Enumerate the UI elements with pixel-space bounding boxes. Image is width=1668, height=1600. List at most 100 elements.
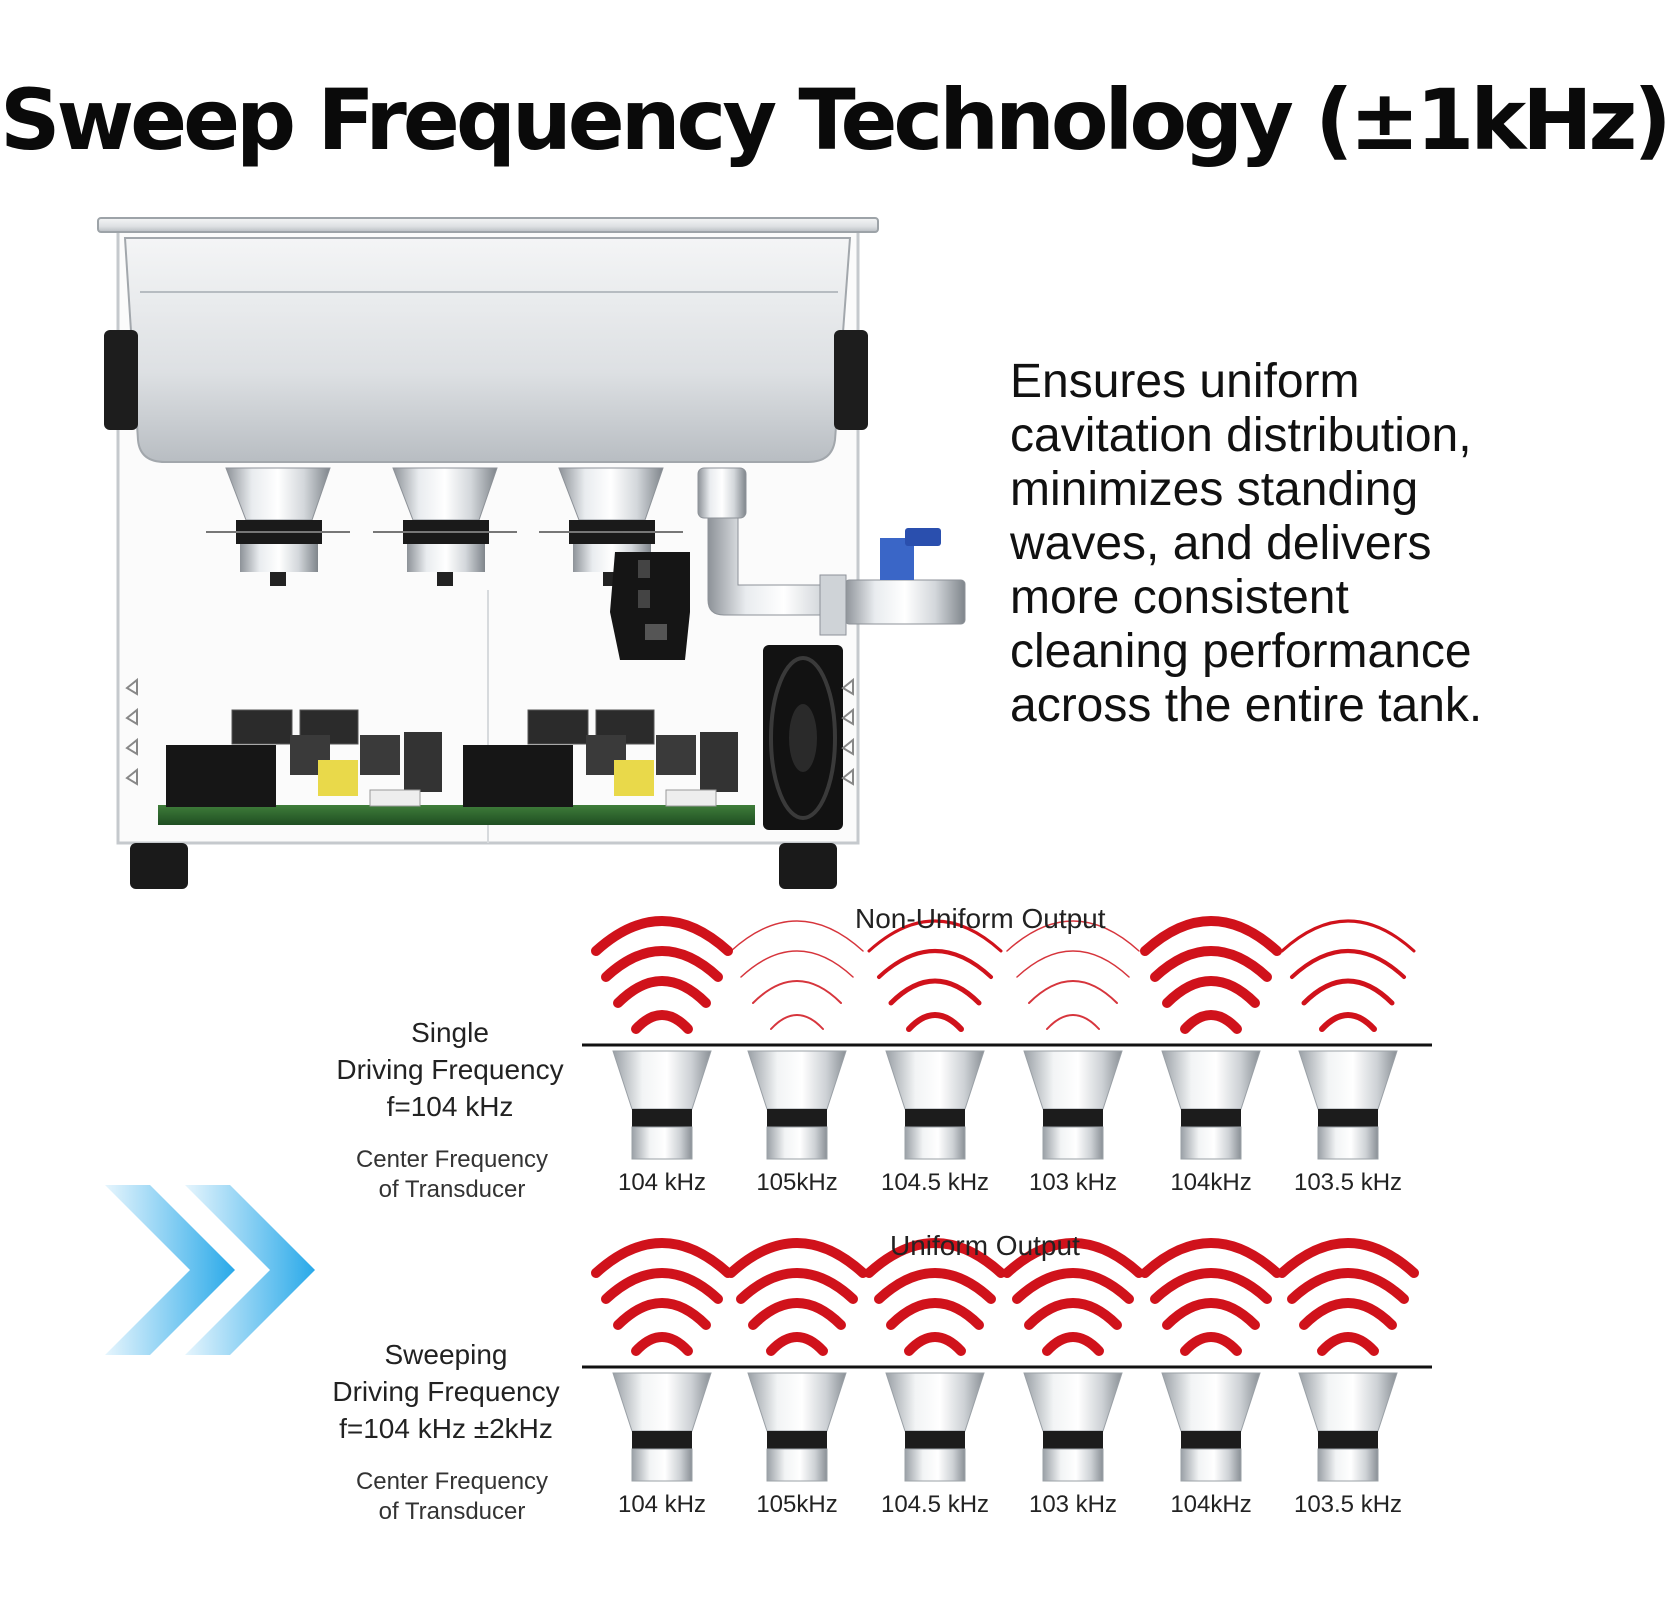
top-wave-arc xyxy=(1301,978,1395,1006)
bottom-wave-arc xyxy=(1180,1332,1242,1356)
bottom-wave-arc xyxy=(1162,1298,1260,1330)
top-wave-arc xyxy=(752,980,842,1004)
page-title: Sweep Frequency Technology (±1kHz) xyxy=(0,71,1668,169)
bottom-wave-arc xyxy=(1002,1238,1144,1278)
bottom-frequency-label: 104.5 kHz xyxy=(880,1491,990,1518)
top-wave-arc xyxy=(906,1012,964,1032)
top-transducer-icon xyxy=(1161,1050,1261,1160)
bottom-wave-arc xyxy=(886,1298,984,1330)
foot-left xyxy=(130,843,188,889)
bottom-panel-driving-label: Sweeping Driving Frequency f=104 kHz ±2k… xyxy=(296,1336,596,1447)
bottom-panel-center-label: Center Frequency of Transducer xyxy=(322,1467,582,1527)
bottom-transducer-icon xyxy=(885,1372,985,1482)
top-wave-arc xyxy=(1016,950,1130,978)
top-wave-group-5 xyxy=(1140,916,1282,1034)
bottom-wave-arc xyxy=(904,1332,966,1356)
bottom-transducer-icon xyxy=(612,1372,712,1482)
top-wave-arc xyxy=(631,1010,693,1034)
bottom-frequency-label: 103.5 kHz xyxy=(1293,1491,1403,1518)
tank-basin xyxy=(123,237,852,463)
foot-right xyxy=(779,843,837,889)
top-wave-arc xyxy=(867,919,1003,953)
bottom-wave-arc xyxy=(1277,1238,1419,1278)
bottom-frequency-label: 105kHz xyxy=(756,1491,838,1518)
top-frequency-label: 103 kHz xyxy=(1028,1169,1118,1196)
top-wave-arc xyxy=(601,946,723,982)
top-frequency-label: 105kHz xyxy=(756,1169,838,1196)
bottom-wave-group-2 xyxy=(726,1238,868,1356)
label-line: Center Frequency xyxy=(355,1468,549,1495)
bottom-wave-arc xyxy=(874,1268,996,1304)
description-line: cavitation distribution, xyxy=(1010,409,1472,462)
bottom-wave-arc xyxy=(1287,1268,1409,1304)
bottom-wave-arc xyxy=(1299,1298,1397,1330)
top-transducer-icon xyxy=(1023,1050,1123,1160)
label-line: Sweeping xyxy=(384,1339,508,1370)
top-wave-arc xyxy=(1046,1014,1100,1030)
top-wave-arc xyxy=(770,1014,824,1030)
transducer-panels xyxy=(582,916,1432,1482)
circuit-board-left xyxy=(158,709,458,825)
cooling-fan xyxy=(763,645,843,830)
top-panel-center-label: Center Frequency of Transducer xyxy=(322,1145,582,1205)
tank-transducer-1 xyxy=(206,467,350,586)
description-line: cleaning performance xyxy=(1010,625,1472,678)
top-frequency-label: 103.5 kHz xyxy=(1293,1169,1403,1196)
top-wave-group-1 xyxy=(591,916,733,1034)
top-wave-arc xyxy=(1162,976,1260,1008)
top-wave-arc xyxy=(1319,1012,1377,1032)
label-line: of Transducer xyxy=(378,1176,526,1203)
bottom-wave-arc xyxy=(748,1298,846,1330)
label-line: f=104 kHz ±2kHz xyxy=(339,1413,553,1444)
bottom-frequency-label: 104kHz xyxy=(1170,1491,1252,1518)
bottom-transducer-icon xyxy=(1161,1372,1261,1482)
top-wave-arc xyxy=(1150,946,1272,982)
label-line: f=104 kHz xyxy=(386,1091,514,1122)
bottom-wave-arc xyxy=(591,1238,733,1278)
bottom-transducer-icon xyxy=(1023,1372,1123,1482)
left-handle xyxy=(104,330,138,430)
bottom-frequency-label: 104 kHz xyxy=(617,1491,707,1518)
bottom-wave-arc xyxy=(1140,1238,1282,1278)
bottom-wave-arc xyxy=(864,1238,1006,1278)
top-wave-arc xyxy=(1280,919,1416,953)
top-wave-arc xyxy=(877,949,993,979)
top-frequency-label: 104.5 kHz xyxy=(880,1169,990,1196)
bottom-transducer-icon xyxy=(1298,1372,1398,1482)
description-line: across the entire tank. xyxy=(1010,679,1483,732)
top-transducer-icon xyxy=(747,1050,847,1160)
top-wave-arc xyxy=(1140,916,1282,956)
description-text: Ensures uniform cavitation distribution,… xyxy=(1010,355,1570,733)
bottom-wave-group-3 xyxy=(864,1238,1006,1356)
bottom-wave-arc xyxy=(613,1298,711,1330)
bottom-wave-arc xyxy=(1042,1332,1104,1356)
top-wave-arc xyxy=(591,916,733,956)
top-wave-arc xyxy=(1006,920,1140,952)
label-line: Single xyxy=(411,1017,489,1048)
bottom-wave-arc xyxy=(736,1268,858,1304)
top-frequency-label: 104kHz xyxy=(1170,1169,1252,1196)
label-line: Driving Frequency xyxy=(332,1376,560,1407)
top-frequency-label: 104 kHz xyxy=(617,1169,707,1196)
bottom-wave-arc xyxy=(1024,1298,1122,1330)
description-line: waves, and delivers xyxy=(1010,517,1432,570)
double-chevron-arrow-icon xyxy=(105,1185,315,1355)
tank-lid-rim xyxy=(97,217,879,233)
bottom-wave-group-1 xyxy=(591,1238,733,1356)
top-wave-group-2 xyxy=(730,920,864,1030)
top-transducer-icon xyxy=(1298,1050,1398,1160)
ultrasonic-cleaner-illustration xyxy=(97,217,966,889)
top-panel-heading: Non-Uniform Output xyxy=(855,903,1106,934)
top-wave-arc xyxy=(1290,949,1406,979)
label-line: Driving Frequency xyxy=(336,1054,564,1085)
bottom-panel-heading: Uniform Output xyxy=(890,1230,1080,1261)
bottom-wave-arc xyxy=(1317,1332,1379,1356)
label-line: of Transducer xyxy=(378,1498,526,1525)
top-transducer-icon xyxy=(612,1050,712,1160)
top-wave-arc xyxy=(740,950,854,978)
right-handle xyxy=(834,330,868,430)
bottom-wave-group-4 xyxy=(1002,1238,1144,1356)
top-transducer-icon xyxy=(885,1050,985,1160)
top-wave-arc xyxy=(613,976,711,1008)
bottom-wave-group-5 xyxy=(1140,1238,1282,1356)
